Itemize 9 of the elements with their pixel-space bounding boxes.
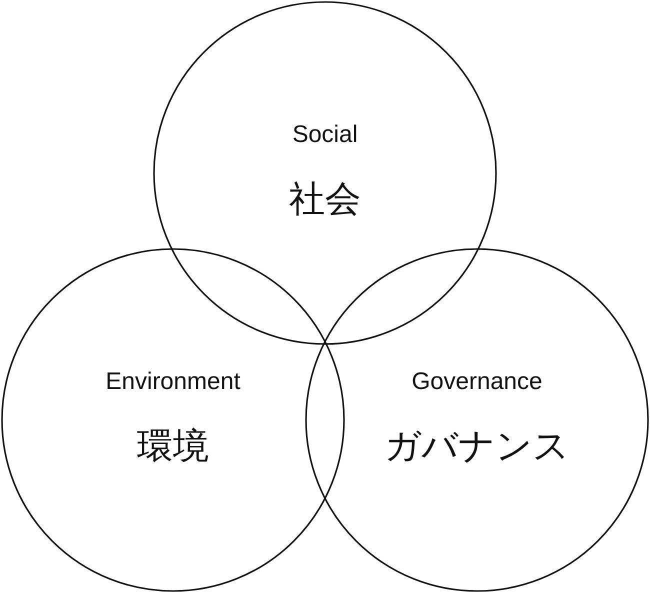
venn-circle: [153, 1, 497, 345]
circle-heading: Governance: [412, 368, 542, 396]
circle-label: 社会: [289, 177, 361, 221]
circle-heading: Environment: [106, 368, 240, 396]
venn-circle: [1, 248, 345, 592]
circle-label: ガバナンス: [384, 424, 570, 468]
circle-heading: Social: [292, 121, 358, 149]
venn-circle: [305, 248, 649, 592]
circle-label: 環境: [137, 424, 209, 468]
